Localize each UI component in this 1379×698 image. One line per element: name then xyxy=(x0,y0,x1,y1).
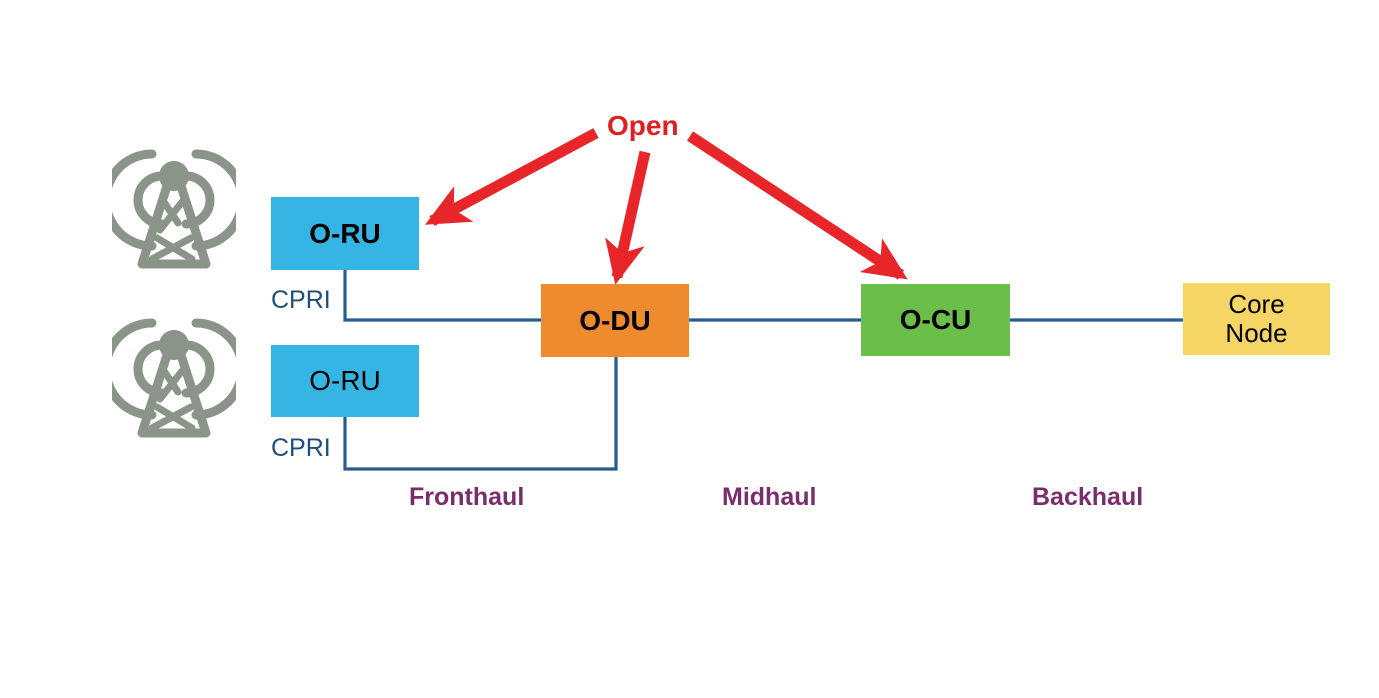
node-label: Core Node xyxy=(1225,288,1288,348)
segment-label-backhaul: Backhaul xyxy=(1032,483,1144,511)
node-label: O-RU xyxy=(309,217,381,249)
node-oru-2[interactable]: O-RU xyxy=(271,345,419,417)
open-arrow-to-odu xyxy=(605,150,651,285)
node-label: O-RU xyxy=(309,365,381,397)
open-annotation-label: Open xyxy=(607,110,679,141)
segment-label-fronthaul: Fronthaul xyxy=(409,483,525,511)
tower-icon xyxy=(112,149,236,269)
link-oru2-odu xyxy=(343,357,618,471)
node-label: O-DU xyxy=(579,304,651,336)
cpri-label: CPRI xyxy=(271,434,331,462)
node-odu[interactable]: O-DU xyxy=(541,284,689,357)
node-core[interactable]: Core Node xyxy=(1183,283,1330,355)
segment-label-midhaul: Midhaul xyxy=(722,483,817,511)
open-arrow-to-ocu xyxy=(686,131,908,280)
node-oru-1[interactable]: O-RU xyxy=(271,197,419,270)
cpri-label: CPRI xyxy=(271,286,331,314)
open-arrow-to-oru xyxy=(425,128,599,226)
link-oru1-odu xyxy=(343,270,541,322)
node-label: O-CU xyxy=(899,304,972,336)
node-ocu[interactable]: O-CU xyxy=(861,284,1010,356)
tower-icon xyxy=(112,318,236,438)
